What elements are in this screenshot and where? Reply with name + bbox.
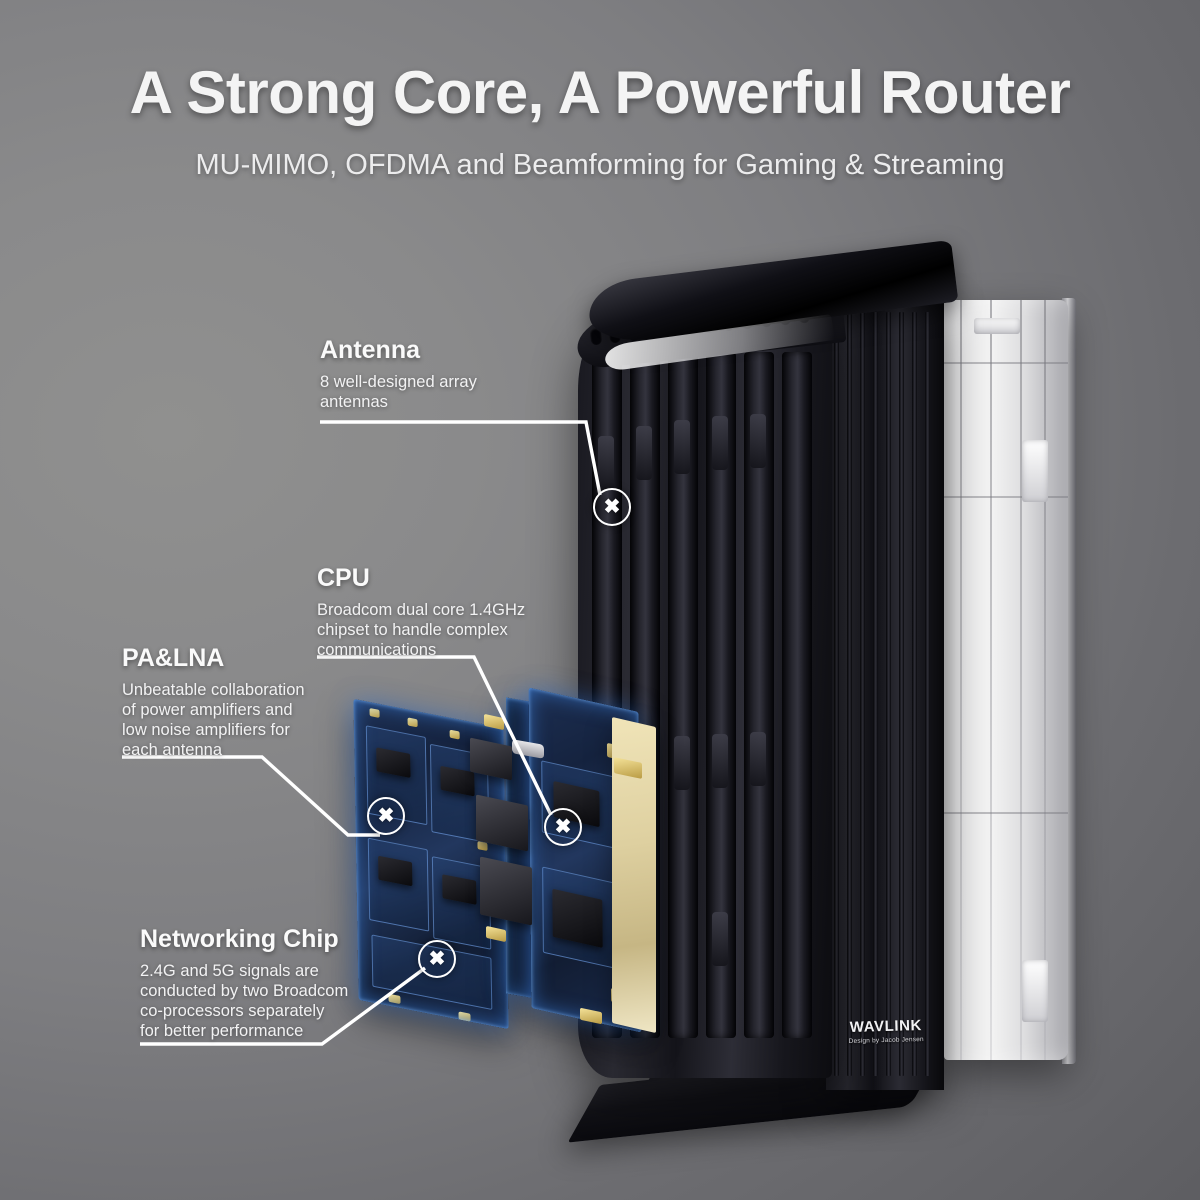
side-cover-panel bbox=[944, 300, 1068, 1060]
brand-name: WAVLINK bbox=[849, 1017, 923, 1036]
callout-networking-chip[interactable]: Networking Chip 2.4G and 5G signals are … bbox=[140, 925, 348, 1041]
callout-pa-lna[interactable]: PA&LNA Unbeatable collaboration of power… bbox=[122, 644, 305, 760]
callout-cpu[interactable]: CPU Broadcom dual core 1.4GHz chipset to… bbox=[317, 564, 525, 660]
callout-antenna[interactable]: Antenna 8 well-designed array antennas bbox=[320, 336, 477, 412]
callout-cpu-description: Broadcom dual core 1.4GHz chipset to han… bbox=[317, 601, 526, 659]
page-subtitle: MU-MIMO, OFDMA and Beamforming for Gamin… bbox=[195, 149, 1005, 181]
marker-antenna[interactable]: ✖ bbox=[593, 488, 631, 526]
router-chassis bbox=[826, 300, 944, 1090]
callout-pa-lna-title: PA&LNA bbox=[122, 644, 225, 672]
brand-badge: WAVLINK Design by Jacob Jensen bbox=[840, 1017, 933, 1045]
shield-can-c bbox=[480, 856, 532, 926]
header: A Strong Core, A Powerful Router MU-MIMO… bbox=[0, 0, 1200, 182]
page-title: A Strong Core, A Powerful Router bbox=[129, 59, 1071, 126]
marker-cpu[interactable]: ✖ bbox=[544, 808, 582, 846]
callout-networking-chip-description: 2.4G and 5G signals are conducted by two… bbox=[140, 962, 349, 1040]
marker-networking-chip[interactable]: ✖ bbox=[418, 940, 456, 978]
callout-networking-chip-title: Networking Chip bbox=[140, 925, 339, 953]
callout-cpu-title: CPU bbox=[317, 564, 370, 592]
callout-antenna-title: Antenna bbox=[320, 336, 420, 364]
callout-antenna-description: 8 well-designed array antennas bbox=[320, 373, 477, 411]
marker-pa-lna[interactable]: ✖ bbox=[367, 797, 405, 835]
callout-pa-lna-description: Unbeatable collaboration of power amplif… bbox=[122, 681, 305, 759]
